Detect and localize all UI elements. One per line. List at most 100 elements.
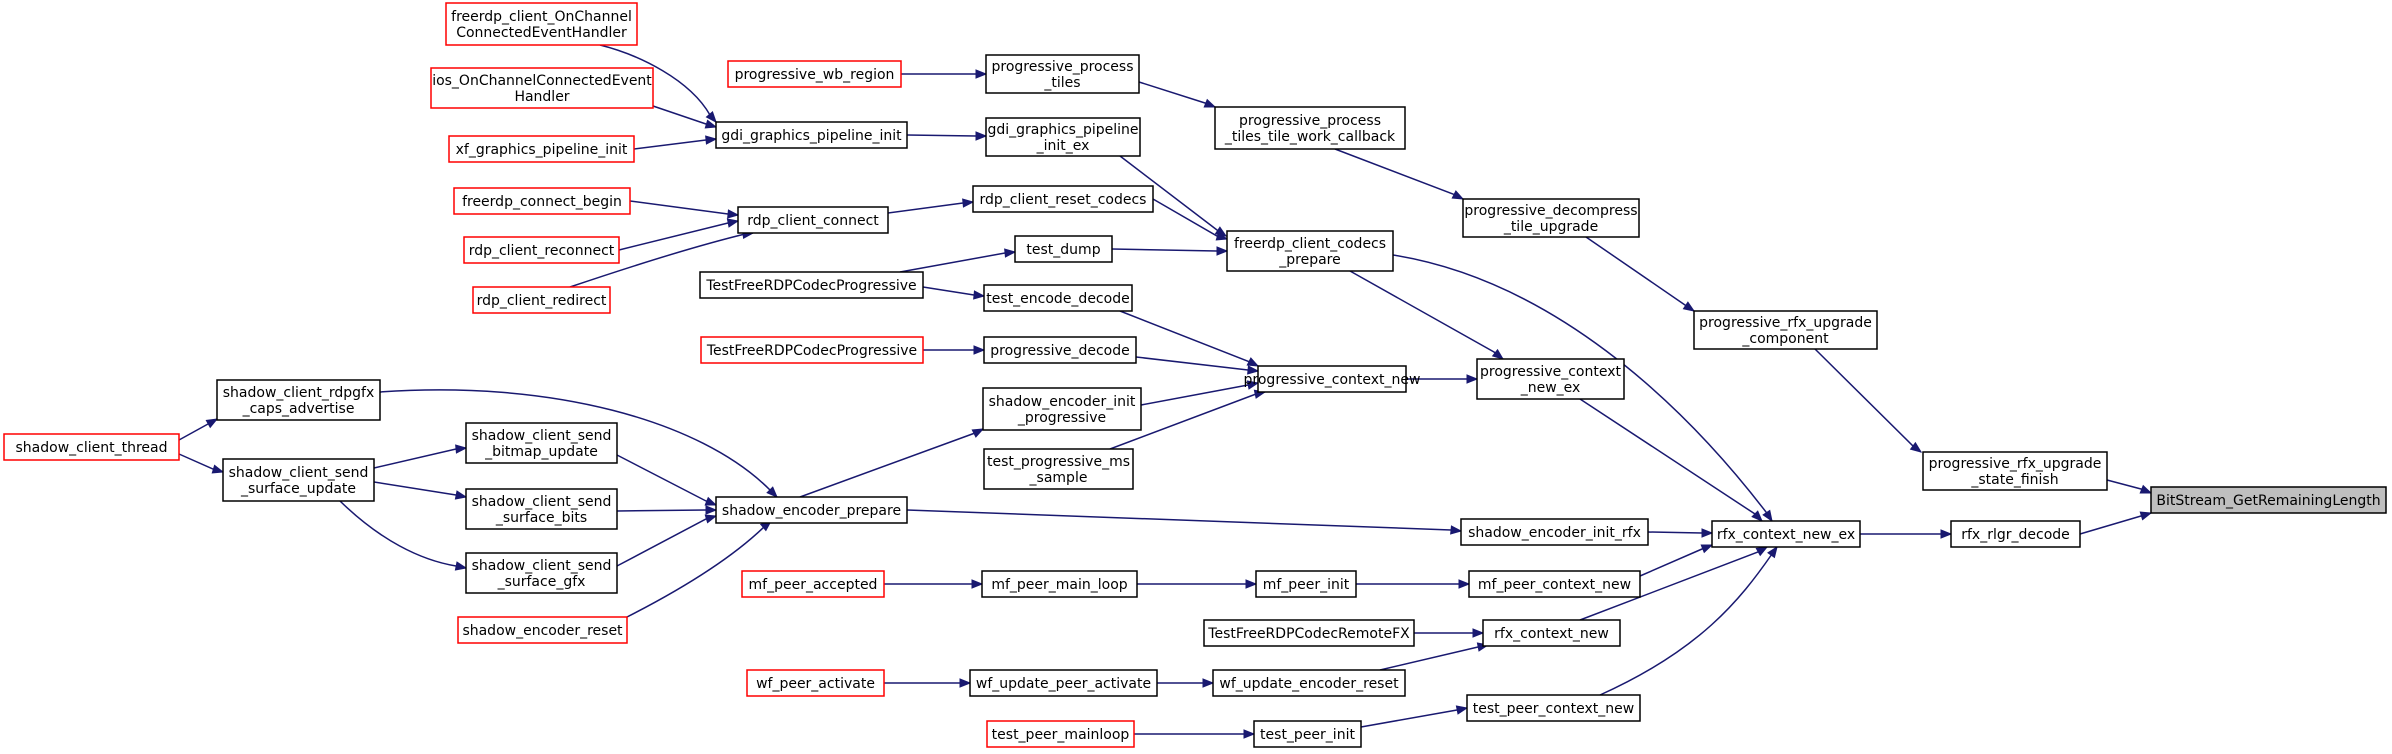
node-n-send-gfx[interactable]: shadow_client_send_surface_gfx (465, 552, 618, 594)
node-n-shadow-init-prog[interactable]: shadow_encoder_init_progressive (982, 387, 1142, 431)
node-n-prog-ctx-new-ex[interactable]: progressive_context_new_ex (1476, 358, 1625, 400)
node-box (465, 488, 618, 530)
node-n-tf-remotefx[interactable]: TestFreeRDPCodecRemoteFX (1203, 619, 1415, 647)
node-n-mf-main-loop[interactable]: mf_peer_main_loop (981, 570, 1138, 598)
node-n-test-peer-ctx-new[interactable]: test_peer_context_new (1466, 694, 1641, 722)
node-n-mf-peer-ctx-new[interactable]: mf_peer_context_new (1468, 570, 1641, 598)
arrow-head (726, 218, 740, 228)
node-label: TestFreeRDPCodecProgressive (705, 278, 916, 294)
arrow-head (1215, 231, 1229, 241)
node-n-client-connect[interactable]: rdp_client_connect (737, 206, 889, 234)
node-n-codecs-prepare[interactable]: freerdp_client_codecs_prepare (1226, 230, 1394, 272)
node-n-decompress-tile[interactable]: progressive_decompress_tile_upgrade (1462, 198, 1640, 238)
node-n-gdi-init[interactable]: gdi_graphics_pipeline_init (715, 121, 908, 149)
node-n-rlgr-decode[interactable]: rfx_rlgr_decode (1950, 520, 2081, 548)
node-n-wf-activate-upd[interactable]: wf_update_peer_activate (969, 669, 1158, 697)
node-label: rfx_context_new (1494, 626, 1609, 642)
node-label: shadow_encoder_prepare (722, 503, 901, 519)
node-n-send-surface-update[interactable]: shadow_client_send_surface_update (222, 458, 375, 502)
call-edge (899, 251, 1016, 273)
node-n-mf-peer-init[interactable]: mf_peer_init (1255, 570, 1357, 598)
node-n-enc-dec[interactable]: test_encode_decode (983, 284, 1133, 312)
node-label: shadow_client_send (472, 558, 612, 574)
node-label: freerdp_client_OnChannel (451, 9, 632, 25)
node-n-mf-accepted[interactable]: mf_peer_accepted (741, 570, 885, 598)
node-box (465, 552, 618, 594)
node-label: progressive_rfx_upgrade (1929, 456, 2102, 472)
node-n-wf-activate[interactable]: wf_peer_activate (746, 669, 885, 697)
node-box (1950, 520, 2081, 548)
arrow-head (704, 514, 718, 524)
node-n-onchannel[interactable]: freerdp_client_OnChannelConnectedEventHa… (445, 2, 638, 46)
node-n-reconnect[interactable]: rdp_client_reconnect (463, 236, 620, 264)
node-n-shadow-init-rfx[interactable]: shadow_encoder_init_rfx (1460, 518, 1649, 546)
node-n-ms-sample[interactable]: test_progressive_ms_sample (983, 448, 1134, 490)
node-n-client-thread[interactable]: shadow_client_thread (3, 433, 180, 461)
node-n-state-finish[interactable]: progressive_rfx_upgrade_state_finish (1922, 451, 2108, 491)
node-n-tf-prog-2[interactable]: TestFreeRDPCodecProgressive (700, 336, 924, 364)
node-label: test_encode_decode (986, 291, 1129, 307)
node-n-prog-ctx-new[interactable]: progressive_context_new (1244, 365, 1421, 393)
node-n-xf-init[interactable]: xf_graphics_pipeline_init (448, 135, 635, 163)
node-n-tf-prog-1[interactable]: TestFreeRDPCodecProgressive (699, 271, 924, 299)
node-n-process-tiles[interactable]: progressive_process_tiles (985, 54, 1140, 94)
call-edge (1349, 270, 1504, 360)
arrow-head (1491, 348, 1505, 360)
node-box (463, 236, 620, 264)
node-n-send-bits[interactable]: shadow_client_send_surface_bits (465, 488, 618, 530)
node-n-shadow-prepare[interactable]: shadow_encoder_prepare (715, 496, 908, 524)
arrow-head (1202, 678, 1215, 688)
node-label: progressive_decode (990, 343, 1130, 359)
node-box (700, 336, 924, 364)
arrow-head (1243, 729, 1256, 739)
node-label: _new_ex (1520, 380, 1581, 396)
arrow-head (1751, 510, 1763, 522)
node-n-rdpgfx-caps[interactable]: shadow_client_rdpgfx_caps_advertise (216, 379, 381, 421)
node-label: _init_ex (1036, 138, 1090, 154)
arrow-head (1762, 509, 1773, 523)
node-box (1214, 106, 1406, 150)
call-edge (1585, 236, 1695, 312)
node-n-connect-begin[interactable]: freerdp_connect_begin (453, 187, 631, 215)
call-edge (1360, 707, 1468, 728)
node-n-gdi-init-ex[interactable]: gdi_graphics_pipeline_init_ex (985, 117, 1141, 157)
node-n-wf-enc-reset[interactable]: wf_update_encoder_reset (1212, 669, 1406, 697)
node-n-prog-decode[interactable]: progressive_decode (983, 336, 1137, 364)
node-box (1212, 669, 1406, 697)
arrow-head (1755, 546, 1769, 557)
node-n-send-bitmap[interactable]: shadow_client_send_bitmap_update (465, 422, 618, 464)
call-edge (373, 447, 467, 469)
node-n-upgrade-component[interactable]: progressive_rfx_upgrade_component (1693, 310, 1878, 350)
node-n-test-peer-init[interactable]: test_peer_init (1253, 720, 1362, 748)
node-n-shadow-reset[interactable]: shadow_encoder_reset (457, 616, 628, 644)
arrow-head (2139, 484, 2153, 494)
node-root[interactable]: BitStream_GetRemainingLength (2150, 486, 2387, 514)
arrow-head (1246, 380, 1260, 390)
call-edge (1135, 356, 1259, 372)
node-box (983, 284, 1133, 312)
call-edge (633, 138, 717, 150)
node-n-reset-codecs[interactable]: rdp_client_reset_codecs (972, 185, 1154, 213)
call-edge (629, 200, 739, 216)
node-n-rfx-ctx-new-ex[interactable]: rfx_context_new_ex (1711, 520, 1861, 548)
call-edge (1639, 544, 1713, 577)
node-n-rfx-ctx-new[interactable]: rfx_context_new (1482, 619, 1621, 647)
call-edge (1111, 248, 1227, 252)
arrow-head (454, 490, 468, 500)
node-label: test_progressive_ms (987, 454, 1130, 470)
node-n-test-mainloop[interactable]: test_peer_mainloop (986, 720, 1135, 748)
node-label: ios_OnChannelConnectedEvent (432, 73, 652, 89)
node-n-redirect[interactable]: rdp_client_redirect (472, 286, 611, 314)
node-box (216, 379, 381, 421)
arrow-head (2139, 511, 2153, 521)
node-label: _tiles_tile_work_callback (1224, 129, 1396, 145)
node-n-wb-region[interactable]: progressive_wb_region (727, 60, 902, 88)
node-label: mf_peer_main_loop (991, 577, 1127, 593)
node-n-test-dump[interactable]: test_dump (1014, 235, 1113, 263)
node-label: test_dump (1026, 242, 1100, 258)
node-label: rdp_client_redirect (477, 293, 607, 309)
node-label: shadow_client_send (472, 428, 612, 444)
arrow-head (454, 561, 468, 571)
node-n-tile-work-cb[interactable]: progressive_process_tiles_tile_work_call… (1214, 106, 1406, 150)
